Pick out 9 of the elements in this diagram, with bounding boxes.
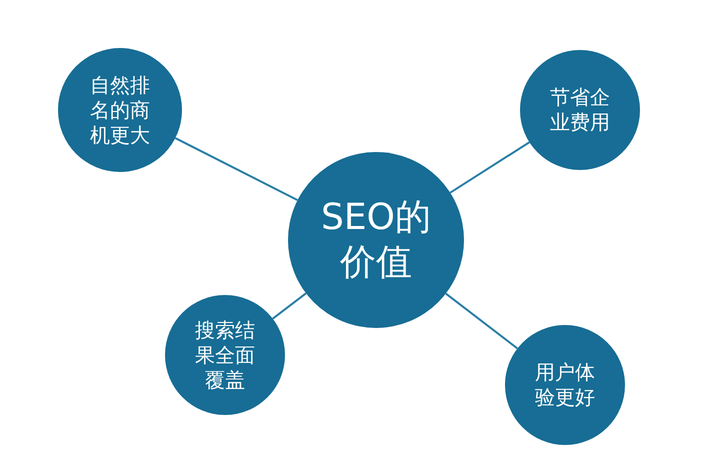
connector-line: [174, 137, 298, 202]
connector-line: [272, 292, 307, 320]
connector-line: [450, 141, 530, 194]
circle-label: 用户体验更好: [534, 360, 596, 410]
circle-label: 搜索结果全面覆盖: [194, 318, 256, 392]
circle-label: 自然排名的商机更大: [89, 72, 151, 148]
circle-label: 节省企业费用: [549, 85, 611, 135]
circle-label: SEO的价值: [320, 196, 432, 285]
connector-line: [445, 292, 518, 350]
